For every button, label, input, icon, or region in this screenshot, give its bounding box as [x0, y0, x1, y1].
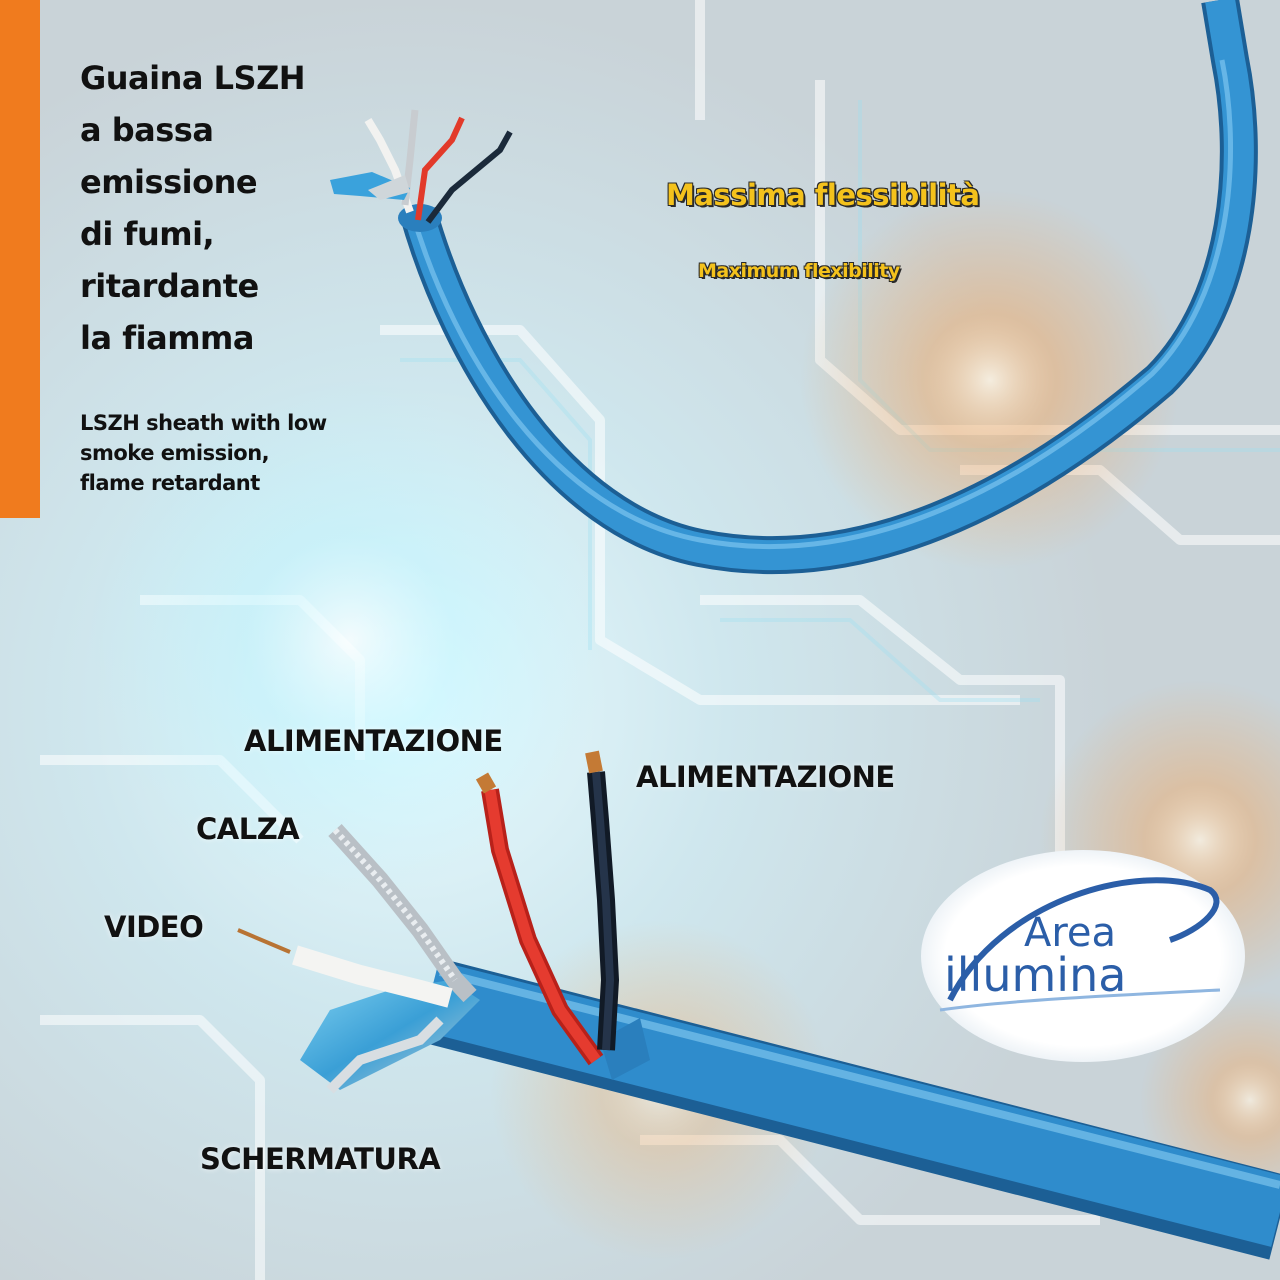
brand-logo: Area illumina	[944, 910, 1126, 998]
logo-line-2: illumina	[944, 948, 1127, 1002]
sheath-line: di fumi,	[80, 215, 215, 253]
sheath-line: ritardante	[80, 267, 259, 305]
label-schermatura: SCHERMATURA	[200, 1142, 441, 1176]
sheath-en-line: LSZH sheath with low	[80, 411, 327, 435]
flexibility-subtitle: Maximum flexibility	[698, 260, 900, 282]
sheath-title-italian: Guaina LSZH a bassa emissione di fumi, r…	[80, 52, 380, 364]
flexibility-title: Massima flessibilità	[666, 178, 980, 212]
logo-badge	[921, 850, 1245, 1062]
logo-line-1: Area	[1024, 910, 1117, 956]
sheath-line: a bassa	[80, 111, 214, 149]
sheath-line: emissione	[80, 163, 258, 201]
label-alimentazione-black: ALIMENTAZIONE	[636, 760, 895, 794]
label-calza: CALZA	[196, 812, 300, 846]
sheath-subtitle-english: LSZH sheath with low smoke emission, fla…	[80, 408, 390, 498]
accent-bar	[0, 0, 40, 518]
label-alimentazione-red: ALIMENTAZIONE	[244, 724, 503, 758]
sheath-line: Guaina LSZH	[80, 59, 306, 97]
sheath-en-line: flame retardant	[80, 471, 260, 495]
label-video: VIDEO	[104, 910, 204, 944]
sheath-en-line: smoke emission,	[80, 441, 270, 465]
sheath-line: la fiamma	[80, 319, 254, 357]
